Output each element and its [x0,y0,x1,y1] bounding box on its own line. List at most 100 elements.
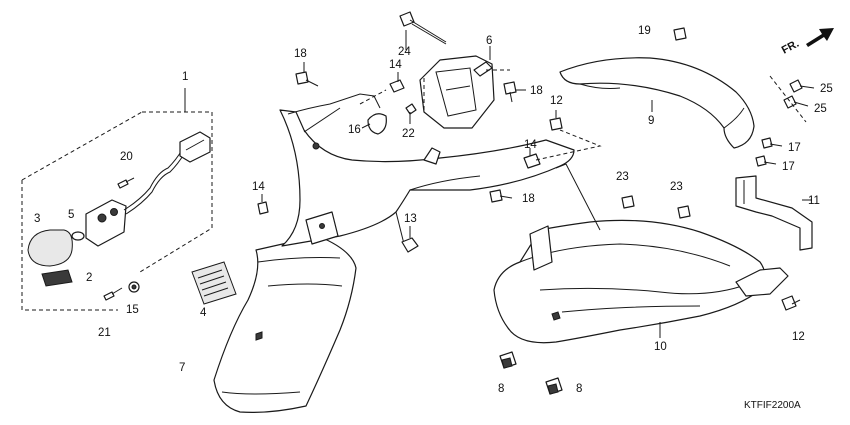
bracket-assembly-6 [295,11,517,135]
callout-23b: 23 [670,181,683,193]
rear-cowl-body [279,109,575,247]
inner-fender-hole [551,311,561,321]
callout-23a: 23 [616,171,629,183]
callout-8b: 8 [576,383,582,395]
bracket-6-inner [435,67,477,117]
rear-fender-body [213,235,357,413]
bolt-24-bolt-icon [399,11,447,45]
callout-15: 15 [126,304,139,316]
callout-18a: 18 [294,48,307,60]
bolt-12-bottom-bolt-icon [781,295,801,311]
front-direction-label: FR. [780,38,801,57]
connector-detail [185,139,205,151]
bracket-11-body [735,175,813,251]
bolt-12-top-bolt-icon [549,110,563,131]
license-light-housing [191,261,237,305]
part-code: KTFIF2200A [744,400,801,411]
callout-5: 5 [68,209,74,221]
inner-fender-crease [539,283,749,295]
callout-1: 1 [182,71,188,83]
cowl-inner-line [303,107,341,133]
inner-fender-crease-2 [561,305,701,313]
screw-21-bolt-icon [103,287,123,301]
front-direction-indicator: FR. [780,28,834,57]
wire-harness [123,149,183,211]
callout-16: 16 [348,124,361,136]
wire-harness-2 [125,153,185,215]
nut-13 [401,237,419,253]
inner-fender-stay [555,163,601,231]
taillight-group-box [21,111,213,311]
cover-9-edge [723,107,745,129]
bolt-18-left-bolt-icon [295,71,319,87]
bracket-6-rib [445,85,471,91]
bracket-11 [735,175,813,251]
taillight-lens [27,229,73,267]
bolt-25a-bolt-icon [789,79,815,93]
clip-nut-8a [499,351,517,369]
callout-10: 10 [654,341,667,353]
callout-25a: 25 [820,83,833,95]
reflector [41,269,73,287]
cowl-mount-hole [312,142,320,150]
callout-20: 20 [120,151,133,163]
bolt-18-center-bolt-icon [489,189,513,203]
inner-fender-tab [735,267,789,297]
callout-17a: 17 [788,142,801,154]
inner-fender [493,163,789,344]
rear-fender-rib [257,257,341,263]
clip-14-upper [389,79,405,93]
cover-9-edge-2 [579,83,621,89]
bracket-hole [319,223,325,229]
inner-fender-post [529,225,553,271]
callout-13: 13 [404,213,417,225]
cowl-mount-tab [423,147,441,165]
clip-14-left [257,201,269,215]
cowl-dash-lines [535,129,602,161]
callout-9: 9 [648,115,654,127]
wire-connector [179,131,211,163]
screw-22-bolt-icon [405,103,417,115]
callout-18c: 18 [522,193,535,205]
bulb-socket-b [110,208,118,216]
callout-21: 21 [98,327,111,339]
bolt-23a-bolt-icon [621,195,635,209]
callout-8a: 8 [498,383,504,395]
license-light-lens [191,261,237,305]
callout-18b: 18 [530,85,543,97]
bolt-17b-bolt-icon [755,155,777,167]
bolt-17a-bolt-icon [761,137,783,149]
callout-11: 11 [808,195,820,207]
fender-hole [255,331,263,341]
rear-cowl-frame [279,93,575,247]
bracket-6-tab [473,61,493,77]
rear-fender-top-cover [559,57,755,149]
callout-12a: 12 [550,95,563,107]
bolt-19-bolt-icon [673,27,687,41]
clip-14-right [523,153,541,169]
callout-4: 4 [200,307,207,319]
rear-fender-edge [221,391,301,395]
bolt-23b-bolt-icon [677,205,691,219]
lens-gasket [71,231,85,241]
screw-20-bolt-icon [117,177,135,189]
callout-19: 19 [638,25,651,37]
clip-nut-8b [545,377,563,395]
callout-7: 7 [179,362,185,374]
bolt-18-right-bolt-icon [503,81,517,103]
callout-6: 6 [486,35,492,47]
bracket-dash-lines [359,69,510,112]
callout-14c: 14 [252,181,265,193]
callout-12b: 12 [792,331,805,343]
leader-16 [361,123,371,129]
front-arrow-icon [806,28,834,47]
callout-14a: 14 [389,59,402,71]
license-light-grille [197,269,229,297]
callout-25b: 25 [814,103,827,115]
callout-14b: 14 [524,139,537,151]
bulb-socket-a [97,213,107,223]
rear-fender [213,235,357,413]
rear-fender-rib-2 [267,283,343,287]
clamp-16 [367,113,387,135]
